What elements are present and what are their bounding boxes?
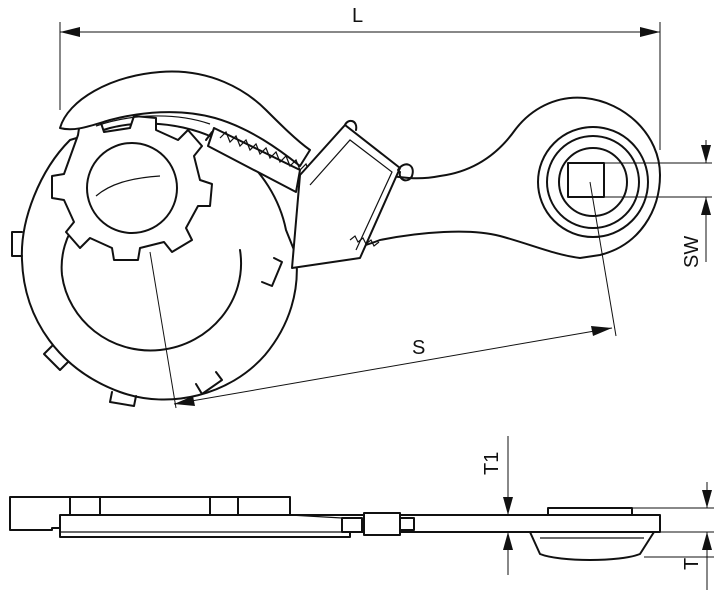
small-ring xyxy=(51,115,213,261)
hook-arm xyxy=(59,70,311,167)
pivot-housing xyxy=(291,119,414,269)
dim-T1: T1 xyxy=(481,436,548,575)
dim-SW: SW xyxy=(604,140,712,268)
label-SW: SW xyxy=(681,236,703,268)
ratchet-head xyxy=(537,126,649,238)
label-T1: T1 xyxy=(481,452,503,475)
square-drive xyxy=(567,162,605,198)
dim-L: L xyxy=(59,5,661,150)
dim-S: S xyxy=(173,326,613,406)
side-view xyxy=(9,496,661,561)
label-T: T xyxy=(681,558,703,570)
serrated-rack xyxy=(207,127,311,193)
label-S: S xyxy=(412,337,425,359)
top-view xyxy=(11,70,661,409)
label-L: L xyxy=(352,5,363,27)
dim-T: T xyxy=(632,482,714,590)
